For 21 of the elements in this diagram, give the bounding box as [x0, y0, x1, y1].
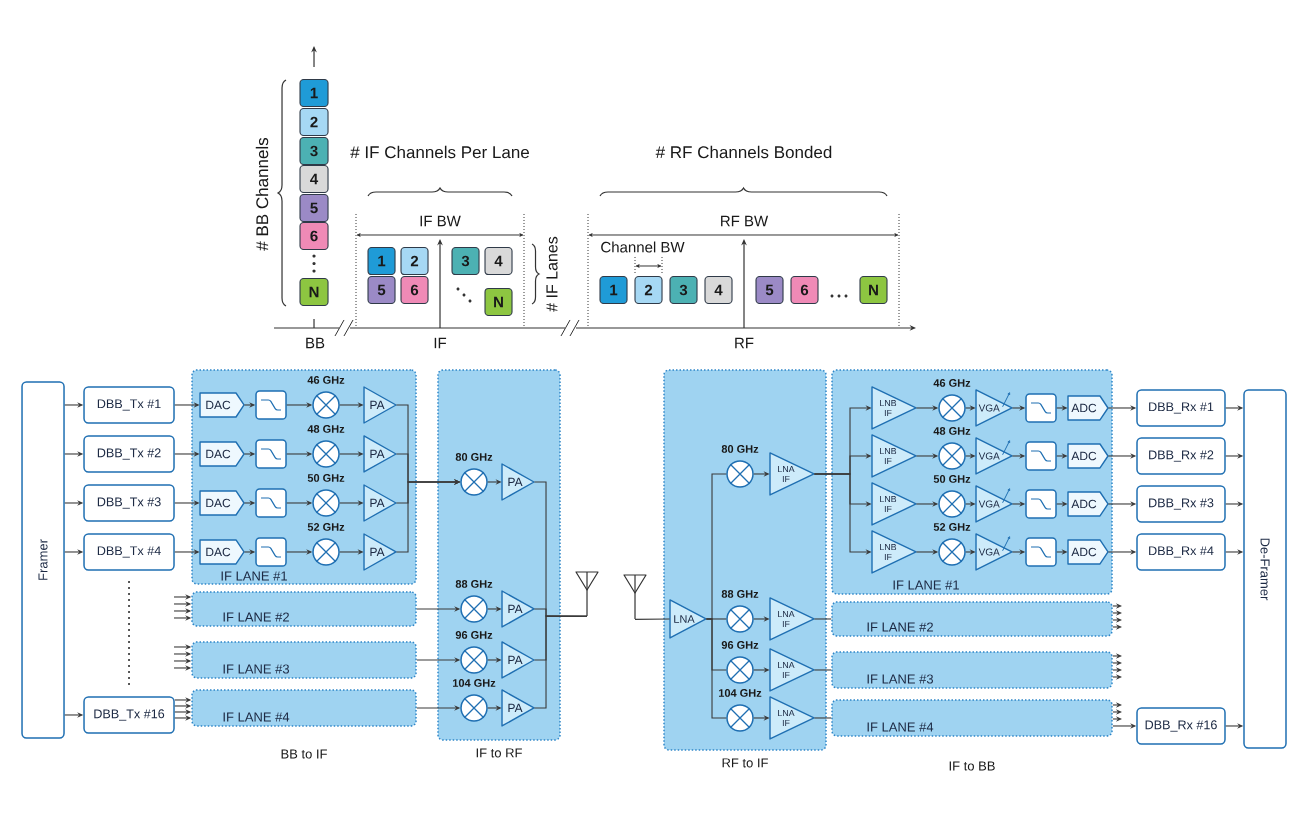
filter-box — [255, 537, 287, 567]
filter-box — [255, 390, 287, 420]
connector-line — [634, 618, 671, 620]
filter-box — [1025, 489, 1057, 519]
connector-line — [533, 615, 588, 709]
brace-label: # BB Channels — [255, 137, 269, 251]
connector-line — [813, 618, 832, 620]
filter-box — [255, 488, 287, 518]
brace-label: # IF Channels Per Lane — [350, 145, 529, 159]
brace-label: # IF Lanes — [546, 236, 558, 312]
brace-label: # RF Channels Bonded — [655, 145, 832, 159]
connector-line — [705, 473, 727, 620]
connector-line — [813, 669, 832, 671]
antenna-symbol — [575, 571, 599, 617]
antenna-symbol — [623, 574, 647, 620]
filter-box — [1025, 393, 1057, 423]
filter-box — [1025, 537, 1057, 567]
connector-line — [813, 717, 832, 719]
filter-box — [255, 439, 287, 469]
connector-line — [705, 618, 727, 719]
filter-box — [1025, 441, 1057, 471]
